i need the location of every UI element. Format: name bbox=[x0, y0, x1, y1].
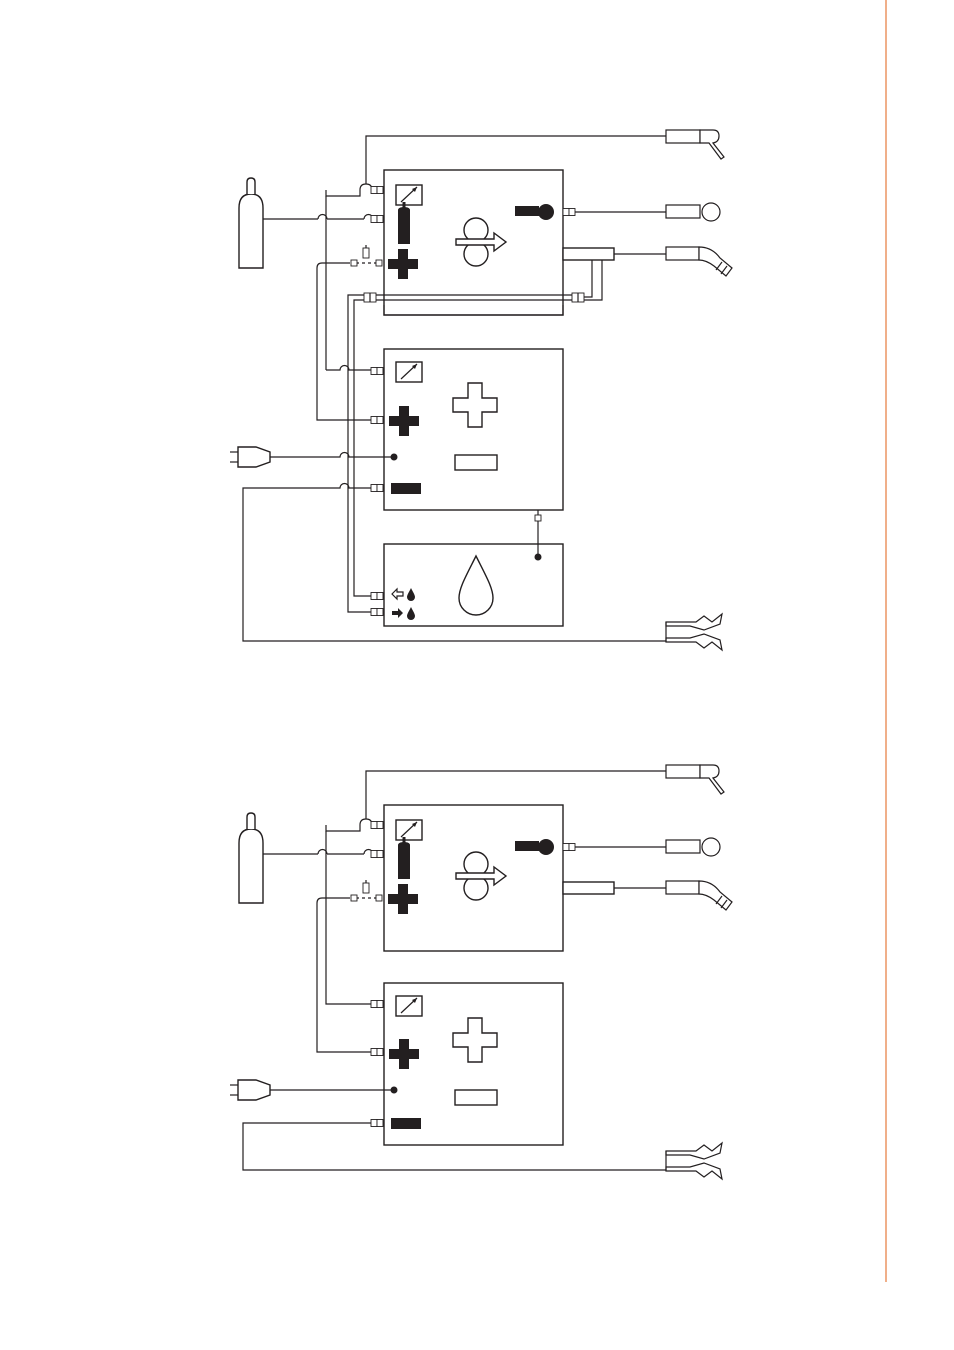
diagram-gas-cooled bbox=[230, 765, 732, 1179]
remote-meter-icon bbox=[396, 996, 422, 1016]
mig-torch-icon bbox=[666, 247, 732, 276]
remote-meter-icon bbox=[396, 362, 422, 382]
gas-cylinder-icon bbox=[239, 178, 263, 268]
mains-plug-icon bbox=[230, 1080, 270, 1100]
remote-meter-icon bbox=[396, 820, 422, 840]
spool-gun-icon bbox=[666, 203, 720, 221]
diagram-water-cooled bbox=[230, 130, 732, 650]
remote-control-icon bbox=[666, 130, 724, 159]
gas-bottle-icon bbox=[398, 202, 410, 244]
gas-cylinder-icon bbox=[239, 813, 263, 903]
display-window bbox=[455, 455, 497, 470]
work-clamp-icon bbox=[666, 1143, 722, 1179]
gas-bottle-icon bbox=[398, 837, 410, 879]
display-window bbox=[455, 1090, 497, 1105]
euro-connector-icon bbox=[515, 841, 539, 851]
euro-connector-icon bbox=[515, 206, 539, 216]
mig-torch-icon bbox=[666, 881, 732, 910]
mains-plug-icon bbox=[230, 447, 270, 467]
work-clamp-icon bbox=[666, 614, 722, 650]
minus-terminal-icon bbox=[391, 1118, 421, 1129]
spool-gun-icon bbox=[666, 838, 720, 856]
minus-terminal-icon bbox=[391, 483, 421, 494]
remote-control-icon bbox=[666, 765, 724, 794]
remote-meter-icon bbox=[396, 185, 422, 205]
